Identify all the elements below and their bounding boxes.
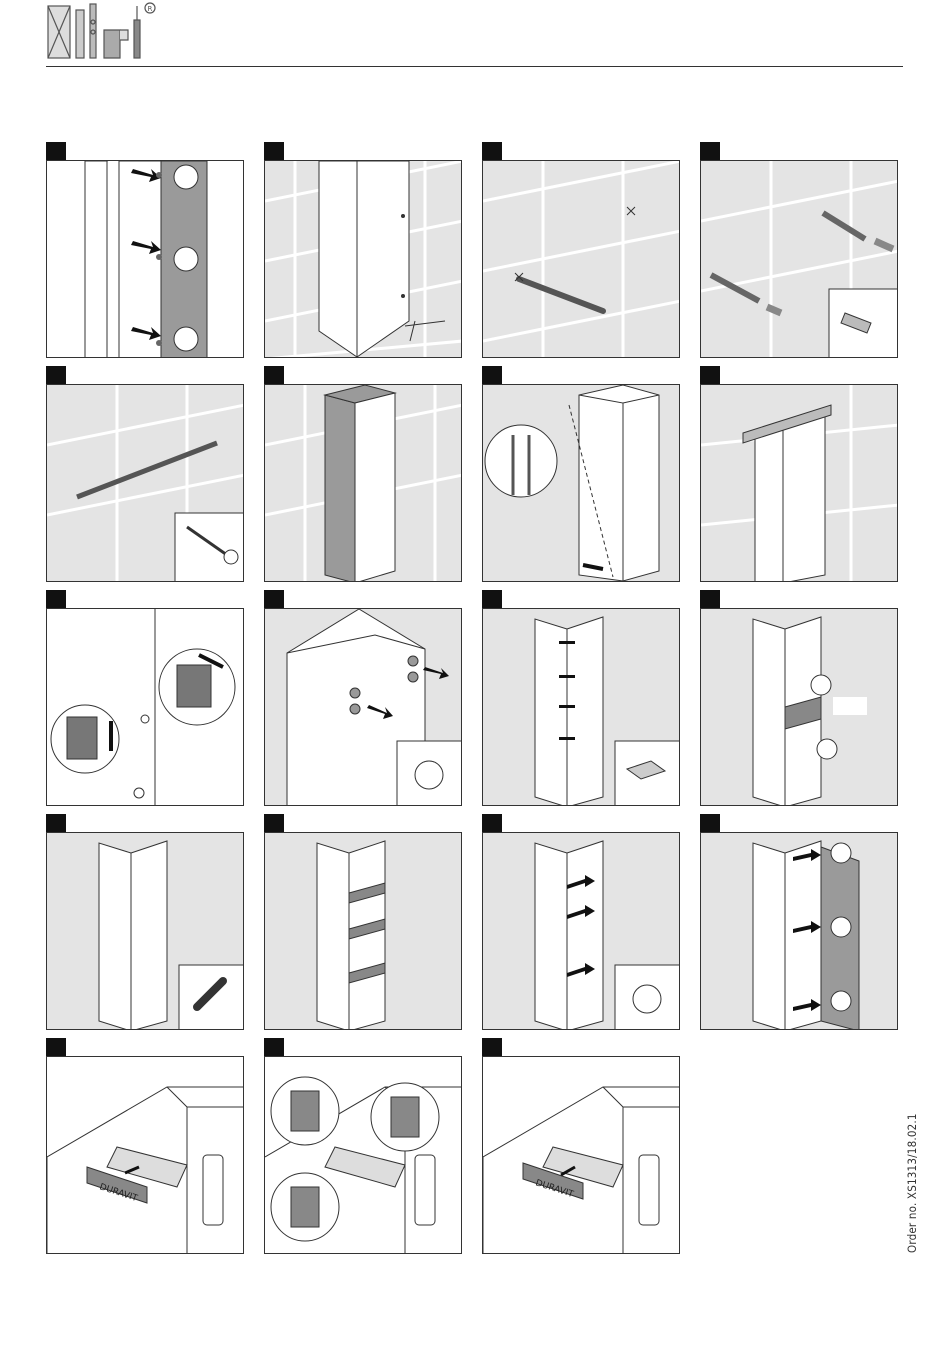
step-13-panel [46,814,244,1030]
step-badge [482,1038,502,1058]
step-badge [482,814,502,834]
step-badge [264,814,284,834]
step-badge [482,366,502,386]
step-badge [482,590,502,610]
step-illustration [264,384,462,582]
step-14-panel [264,814,462,1030]
step-badge [46,142,66,162]
step-illustration [264,1056,462,1254]
header-rule [46,66,903,67]
step-11-panel [482,590,680,806]
step-illustration [264,832,462,1030]
step-4-panel [700,142,898,358]
step-badge [46,1038,66,1058]
step-2-panel [264,142,462,358]
step-badge [700,814,720,834]
step-badge [482,142,502,162]
step-illustration [700,384,898,582]
step-badge [700,590,720,610]
step-illustration [264,160,462,358]
step-badge [264,1038,284,1058]
step-3-panel [482,142,680,358]
step-illustration [482,608,680,806]
step-1-panel [46,142,244,358]
step-illustration [482,832,680,1030]
step-badge [46,366,66,386]
step-19-panel: DURAVIT [482,1038,680,1254]
order-number: Order no. XS1313/18.02.1 [905,1043,921,1253]
step-illustration [700,608,898,806]
step-illustration [482,384,680,582]
brand-pictogram-logo: R [46,0,156,62]
step-badge [264,366,284,386]
step-illustration [46,384,244,582]
step-badge [46,590,66,610]
step-12-panel [700,590,898,806]
step-5-panel [46,366,244,582]
step-illustration [46,608,244,806]
step-illustration [700,160,898,358]
step-badge [700,366,720,386]
step-illustration [700,832,898,1030]
step-badge [46,814,66,834]
step-10-panel [264,590,462,806]
step-8-panel [700,366,898,582]
step-17-panel: DURAVIT [46,1038,244,1254]
step-9-panel [46,590,244,806]
step-illustration [46,832,244,1030]
step-badge [700,142,720,162]
step-7-panel [482,366,680,582]
step-6-panel [264,366,462,582]
step-illustration: DURAVIT [46,1056,244,1254]
step-illustration [46,160,244,358]
step-15-panel [482,814,680,1030]
step-16-panel [700,814,898,1030]
step-badge [264,590,284,610]
svg-text:R: R [148,5,153,13]
step-illustration: DURAVIT [482,1056,680,1254]
step-badge [264,142,284,162]
step-illustration [264,608,462,806]
step-illustration [482,160,680,358]
step-18-panel [264,1038,462,1254]
